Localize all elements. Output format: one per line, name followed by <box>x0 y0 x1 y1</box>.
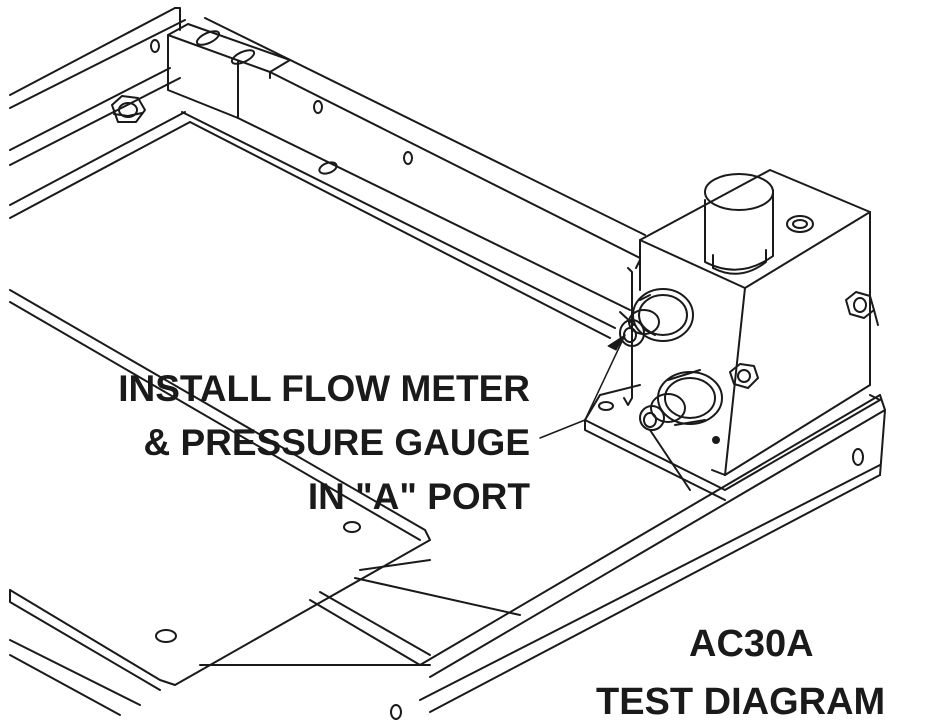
callout-line-1: INSTALL FLOW METER <box>118 368 530 409</box>
side-bolts <box>729 291 879 389</box>
callout-line-2: & PRESSURE GAUGE <box>143 422 530 463</box>
mounting-bracket <box>150 23 291 119</box>
cover-plate <box>9 289 431 691</box>
valve-block <box>639 169 871 476</box>
left-frame-rail <box>9 111 191 219</box>
top-frame-rail <box>9 7 186 166</box>
port-a-fitting <box>619 288 694 347</box>
connector-tube <box>623 259 641 406</box>
diagram-title: TEST DIAGRAM <box>596 681 886 721</box>
port-b-fitting <box>639 369 723 431</box>
support-beam <box>181 17 646 339</box>
lower-channel <box>9 559 521 720</box>
callout-line-3: IN "A" PORT <box>307 476 530 517</box>
solenoid-cartridge <box>704 173 774 275</box>
callout-leader <box>539 334 626 439</box>
nut <box>111 95 146 123</box>
front-frame-rail <box>419 394 886 713</box>
valve-base-plate <box>584 384 881 501</box>
model-number: AC30A <box>689 623 814 665</box>
